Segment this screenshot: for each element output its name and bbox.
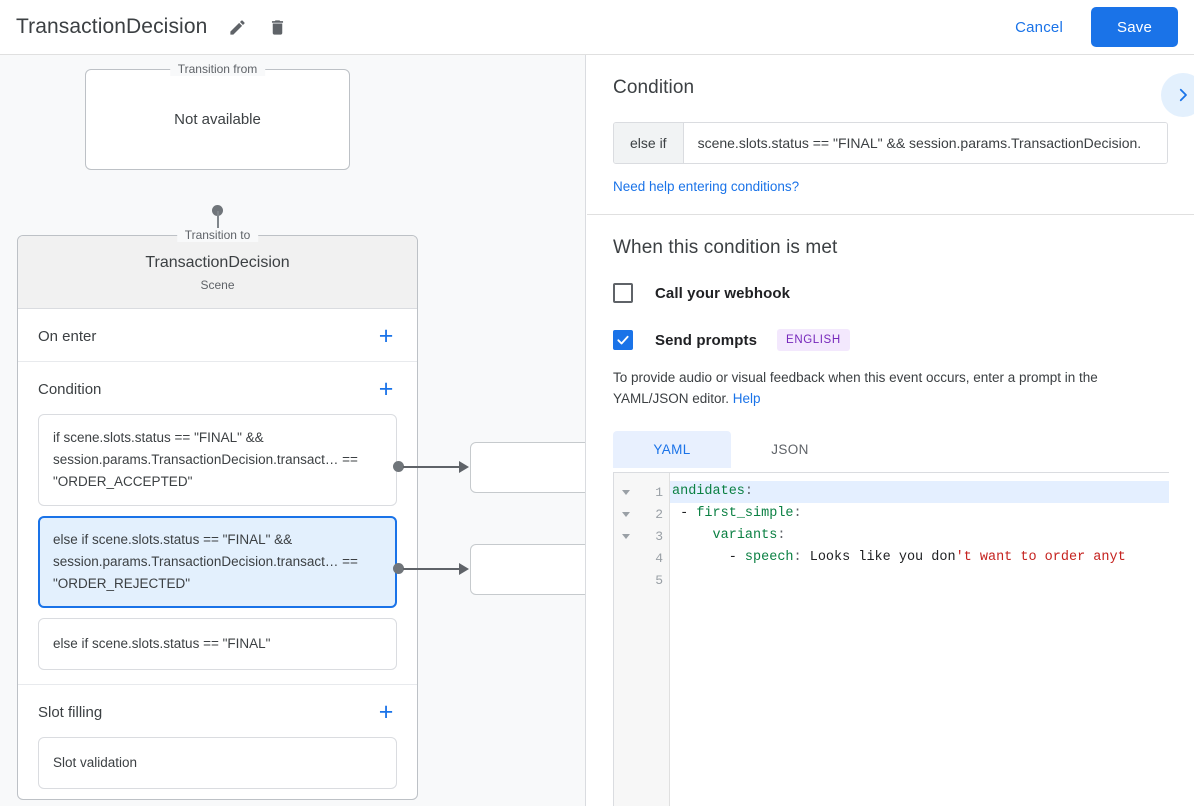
fold-arrow-icon[interactable] [622,533,630,539]
line-number: 1 [655,484,663,500]
code-token: variants [712,528,778,543]
target-box-accepted[interactable] [470,442,585,493]
code-line[interactable] [670,569,1169,591]
gutter-row[interactable]: 4 [614,547,669,569]
connector-dot-accepted [393,461,404,472]
editor-tabs: YAML JSON [613,431,1168,468]
code-token: : [777,528,786,543]
slot-validation-card[interactable]: Slot validation [38,737,397,789]
code-token: : [793,506,802,521]
code-line[interactable]: - first_simple: [670,503,1169,525]
section-title-on-enter: On enter [38,327,97,345]
panel-condition-block: Condition else if Need help entering con… [587,55,1194,215]
cancel-button[interactable]: Cancel [1001,11,1077,44]
code-token: : [793,550,810,565]
scene-header: TransactionDecision Scene [18,236,417,309]
add-slot-filling-button[interactable]: + [378,697,394,726]
gutter-row[interactable]: 3 [614,525,669,547]
section-head-slot-filling: Slot filling + [18,685,417,737]
connector-line-accepted [403,466,461,468]
transition-to-legend: Transition to [176,228,259,242]
tab-yaml[interactable]: YAML [613,431,731,468]
call-webhook-label: Call your webhook [655,284,791,302]
line-number: 3 [655,528,663,544]
section-condition: Condition + if scene.slots.status == "FI… [18,362,417,685]
slot-filling-card-list: Slot validation [18,737,417,803]
condition-help-link[interactable]: Need help entering conditions? [613,179,800,194]
condition-input-row: else if [613,122,1168,164]
gutter-row[interactable]: 5 [614,569,669,591]
transition-from-box: Transition from Not available [85,62,350,170]
top-bar: TransactionDecision Cancel Save [0,0,1194,55]
gutter-row[interactable]: 1 [614,481,669,503]
target-box-rejected[interactable] [470,544,585,595]
webhook-row: Call your webhook [613,283,1168,303]
code-line[interactable]: andidates: [670,481,1169,503]
code-token: 't want to order anyt [955,550,1126,565]
fold-arrow-icon[interactable] [622,511,630,517]
transition-from-legend: Transition from [169,62,266,76]
send-prompts-row: Send prompts ENGLISH [613,329,1168,351]
line-number: 4 [655,550,663,566]
prompts-description: To provide audio or visual feedback when… [613,367,1168,409]
section-title-condition: Condition [38,380,102,398]
code-token: first_simple [696,506,794,521]
gutter-row[interactable]: 2 [614,503,669,525]
condition-card-accepted[interactable]: if scene.slots.status == "FINAL" && sess… [38,414,397,506]
line-number: 2 [655,506,663,522]
code-token: speech [744,550,794,565]
section-on-enter: On enter + [18,309,417,362]
trash-icon[interactable] [261,11,293,43]
save-button[interactable]: Save [1091,7,1178,47]
when-met-heading: When this condition is met [613,237,838,258]
section-slot-filling: Slot filling + Slot validation [18,685,417,803]
scene-type: Scene [200,278,235,292]
section-title-slot-filling: Slot filling [38,703,103,721]
connector-dot-rejected [393,563,404,574]
code-token: Looks like you don [809,550,956,565]
panel-when-met-block: When this condition is met Call your web… [587,215,1194,806]
scene-name: TransactionDecision [145,254,290,271]
condition-prefix-label: else if [614,123,684,163]
code-line[interactable]: - speech: Looks like you don't want to o… [670,547,1169,569]
prompts-description-text: To provide audio or visual feedback when… [613,370,1098,406]
editor-gutter: 1 2 3 4 5 [614,473,670,806]
code-token: - [672,506,697,521]
code-editor[interactable]: 1 2 3 4 5 [613,472,1169,806]
tab-json[interactable]: JSON [771,442,809,457]
code-token: andidates [672,484,745,499]
send-prompts-label: Send prompts [655,331,758,349]
call-webhook-checkbox[interactable] [613,283,633,303]
section-head-on-enter: On enter + [18,309,417,361]
page-title: TransactionDecision [16,15,208,38]
condition-heading: Condition [613,77,695,98]
chevron-right-icon[interactable] [1161,73,1194,117]
connector-arrow-accepted [459,461,469,473]
transition-to-box: Transition to TransactionDecision Scene … [17,228,418,803]
connector-arrow-rejected [459,563,469,575]
prompts-help-link[interactable]: Help [732,391,761,406]
language-badge: ENGLISH [777,329,850,351]
code-token: : [744,484,754,499]
flow-canvas[interactable]: Transition from Not available Transition… [0,55,586,806]
add-condition-button[interactable]: + [378,374,394,403]
editor-code-area[interactable]: andidates: - first_simple: variants: - s… [670,473,1169,806]
code-token: - [672,550,745,565]
fold-arrow-icon[interactable] [622,489,630,495]
code-token [672,528,713,543]
connector-dot-from [212,205,223,216]
condition-card-list: if scene.slots.status == "FINAL" && sess… [18,414,417,684]
pencil-icon[interactable] [221,11,253,43]
condition-input[interactable] [683,123,1167,163]
add-on-enter-button[interactable]: + [378,321,394,350]
section-head-condition: Condition + [18,362,417,414]
send-prompts-checkbox[interactable] [613,330,633,350]
code-line[interactable]: variants: [670,525,1169,547]
line-number: 5 [655,572,663,588]
connector-line-rejected [403,568,461,570]
condition-card-rejected[interactable]: else if scene.slots.status == "FINAL" &&… [38,516,397,608]
transition-from-value: Not available [174,111,261,128]
condition-card-final[interactable]: else if scene.slots.status == "FINAL" [38,618,397,670]
detail-panel: Condition else if Need help entering con… [587,55,1194,806]
